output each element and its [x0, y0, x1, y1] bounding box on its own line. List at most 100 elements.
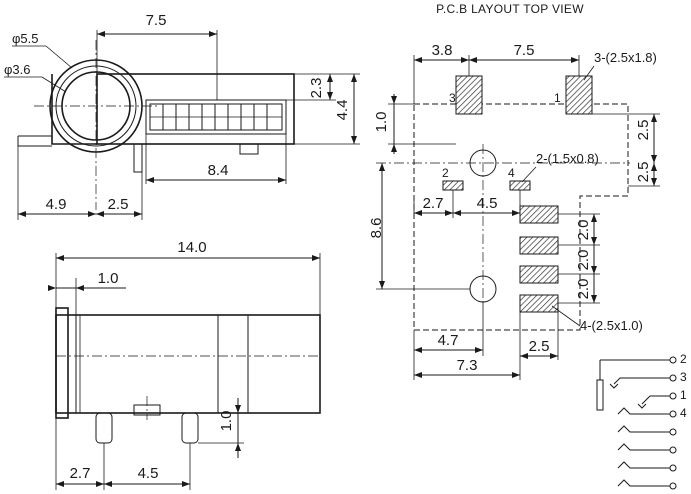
pcb-dim-2-5b-label: 2.5 [635, 162, 652, 183]
arrowhead [327, 92, 333, 100]
dim-4-9-label: 4.9 [46, 196, 67, 213]
arrowhead [591, 214, 597, 222]
switch-row [617, 461, 670, 469]
arrowhead [445, 210, 453, 216]
pcb-dim-3-8-label: 3.8 [432, 42, 453, 59]
terminal [669, 482, 677, 490]
arrowhead [48, 285, 56, 291]
arrowhead [512, 210, 520, 216]
arrowhead [651, 155, 657, 163]
dim-8-4-label: 8.4 [208, 162, 229, 179]
arrowhead [414, 347, 422, 353]
arrowhead [96, 481, 104, 487]
pcb-dim-7-5-label: 7.5 [514, 42, 535, 59]
front-flange [55, 307, 69, 419]
side-mount-tab [17, 136, 52, 147]
pad-num-1: 1 [554, 91, 561, 105]
leader [521, 166, 537, 183]
pad-row-1 [519, 205, 559, 224]
dim-2-3-label: 2.3 [308, 78, 325, 99]
notch [637, 403, 647, 409]
arrowhead [312, 255, 320, 261]
pcb-dim-8-6-label: 8.6 [368, 218, 385, 239]
arrowhead [18, 211, 26, 217]
terminal [669, 410, 677, 418]
arrowhead [651, 178, 657, 186]
arrowhead [591, 295, 597, 303]
pad-3-large [455, 75, 483, 115]
arrowhead [571, 57, 579, 63]
arrowhead [56, 481, 64, 487]
contact-lines [150, 104, 282, 130]
pad-mid-callout: 2-(1.5x0.8) [536, 151, 599, 166]
pcb-layout: P.C.B LAYOUT TOP VIEW 3 1 2 4 3.8 [368, 2, 660, 380]
arrowhead [414, 210, 422, 216]
front-pin-1 [95, 412, 113, 444]
arrowhead [379, 163, 385, 171]
pad-num-4: 4 [508, 166, 515, 180]
arrowhead [651, 114, 657, 122]
arrowhead [351, 136, 357, 144]
arrowhead [56, 255, 64, 261]
switch-row [617, 443, 670, 451]
arrowhead [104, 481, 112, 487]
arrowhead [97, 31, 105, 37]
arrowhead [351, 74, 357, 82]
arrowhead [591, 237, 597, 245]
switch-row [617, 425, 670, 433]
side-pin-left [133, 143, 143, 173]
front-view: 14.0 1.0 1.0 2.7 4.5 [48, 239, 321, 490]
arrowhead [235, 443, 241, 451]
arrowhead [391, 144, 397, 152]
pad-num-2: 2 [442, 166, 449, 180]
arrowhead [591, 266, 597, 274]
leader [41, 76, 67, 93]
pcb-dim-2-0b-label: 2.0 [575, 250, 592, 271]
notch [609, 383, 619, 389]
arrowhead [76, 285, 84, 291]
terminal [669, 392, 677, 400]
pcb-dim-2-0a-label: 2.0 [575, 220, 592, 241]
arrowhead [88, 211, 96, 217]
terminal [669, 374, 677, 382]
dim-2-7-label: 2.7 [70, 465, 91, 482]
pcb-dim-2-5-bottom-label: 2.5 [529, 338, 550, 355]
dim-1-0-top-label: 1.0 [98, 270, 119, 287]
pcb-dim-1-0-label: 1.0 [373, 112, 390, 133]
sleeve-contact [596, 379, 604, 411]
arrowhead [134, 211, 142, 217]
dim-4-4-label: 4.4 [334, 100, 351, 121]
arrowhead [453, 210, 461, 216]
pcb-dim-2-5a-label: 2.5 [635, 120, 652, 141]
terminal [669, 446, 677, 454]
side-body-outline [96, 73, 295, 145]
front-flange-step [67, 314, 77, 414]
arrowhead [391, 96, 397, 104]
arrowhead [651, 163, 657, 171]
pcb-dim-2-7-label: 2.7 [423, 195, 444, 212]
arrowhead [414, 57, 422, 63]
arrowhead [379, 281, 385, 289]
dim-4-5-label: 4.5 [138, 465, 159, 482]
arrowhead [327, 74, 333, 82]
pad-row-4 [519, 294, 559, 313]
terminal [669, 356, 677, 364]
arrowhead [512, 372, 520, 378]
dim-7-5-label: 7.5 [146, 12, 167, 29]
side-pin-right [239, 143, 259, 155]
arrowhead [146, 177, 154, 183]
switch-row [617, 479, 670, 487]
pad-num-3: 3 [449, 91, 456, 105]
leader [45, 45, 73, 69]
schematic-pin-3: 3 [680, 370, 687, 384]
front-pin-2 [181, 412, 199, 444]
pad-1-large [565, 75, 593, 115]
arrowhead [469, 57, 477, 63]
terminal [669, 428, 677, 436]
side-view: 7.5 φ5.5 φ3.6 2.3 4.4 8.4 [4, 12, 360, 220]
pad-2-mid [442, 180, 464, 191]
leader [551, 305, 581, 327]
pcb-dim-4-5-label: 4.5 [477, 195, 498, 212]
arrowhead [278, 177, 286, 183]
